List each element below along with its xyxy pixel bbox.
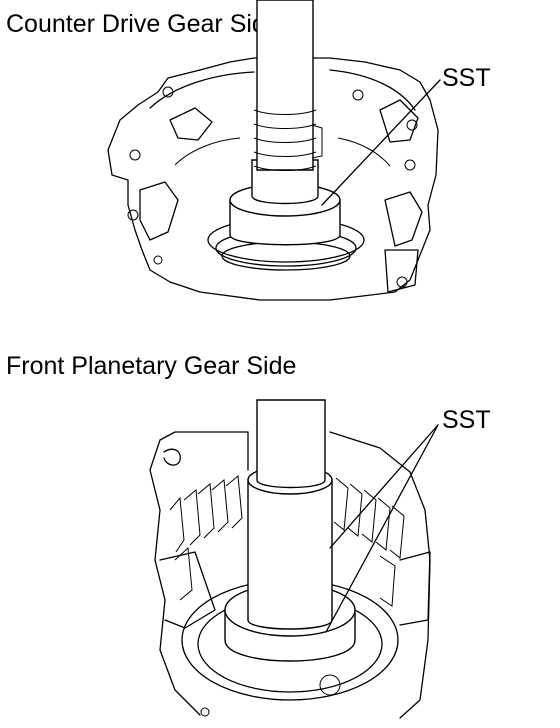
figure1-leader-line (321, 79, 441, 206)
figure2-sst-tool (224, 399, 356, 662)
figure2-leader-lines (325, 424, 439, 633)
figure2-heading: Front Planetary Gear Side (6, 352, 297, 380)
figure1-sst-tool (229, 0, 341, 246)
figure2-housing (149, 431, 431, 719)
figure2-gear-teeth (169, 475, 405, 607)
figure2-sst-label: SST (442, 406, 491, 434)
figure1-heading: Counter Drive Gear Side (6, 10, 280, 38)
figure1-sst-label: SST (442, 64, 491, 92)
figure1-housing (107, 57, 439, 301)
